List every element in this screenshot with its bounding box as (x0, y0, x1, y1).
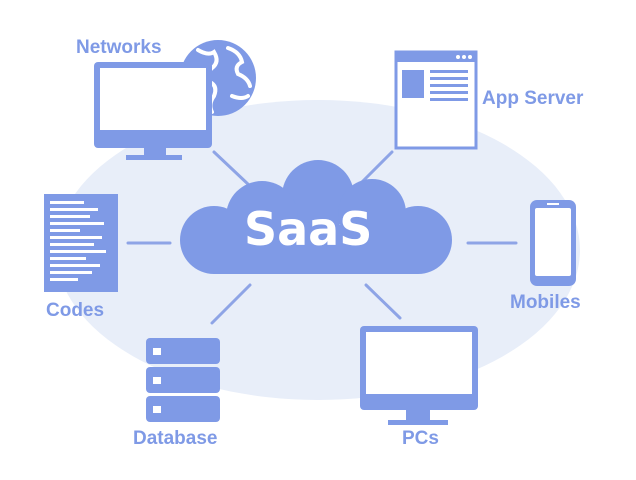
browser-window-icon (394, 50, 478, 150)
codes-label: Codes (46, 300, 105, 321)
cloud-icon (180, 160, 452, 274)
mobiles-label: Mobiles (510, 292, 581, 313)
code-document-icon (44, 194, 118, 292)
database-label: Database (133, 428, 218, 449)
networks-label: Networks (76, 37, 162, 58)
mobile-phone-icon (530, 200, 576, 286)
connector-pcs (364, 283, 402, 320)
app-server-label: App Server (482, 88, 584, 109)
database-icon (146, 338, 220, 422)
connector-database (210, 283, 252, 325)
connector-lines (126, 150, 518, 325)
pcs-label: PCs (402, 428, 439, 449)
saas-label: SaaS (244, 202, 373, 256)
connector-networks (212, 150, 252, 188)
monitor-globe-icon (94, 40, 256, 160)
monitor-icon (360, 326, 478, 425)
